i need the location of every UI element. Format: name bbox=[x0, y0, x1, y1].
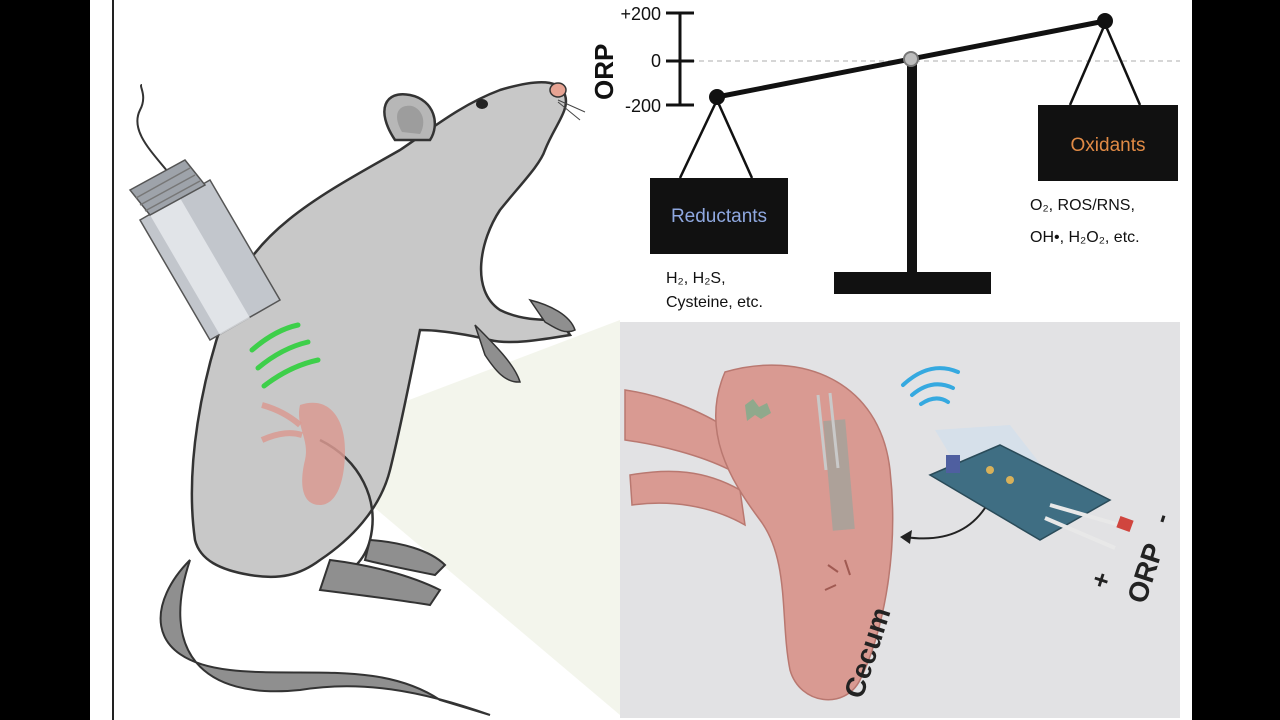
rat-eye bbox=[476, 99, 488, 109]
implant-arrow bbox=[904, 507, 986, 540]
inset-background bbox=[620, 322, 1180, 718]
receiver-cap bbox=[128, 159, 207, 216]
orp-axis-label: ORP bbox=[589, 44, 619, 100]
implant-arrow-head bbox=[900, 530, 912, 544]
rat-cecum-shadow bbox=[298, 402, 345, 505]
reductants-examples-line2: Cysteine, etc. bbox=[666, 294, 763, 311]
balance-pivot bbox=[903, 51, 919, 67]
reductants-label: Reductants bbox=[671, 206, 767, 227]
wireless-receiver bbox=[128, 84, 282, 342]
orp-tick-label-mid: 0 bbox=[651, 51, 661, 71]
oxidants-label: Oxidants bbox=[1071, 135, 1146, 156]
reductants-box bbox=[650, 178, 788, 254]
balance-base bbox=[834, 272, 991, 294]
rat-front-foot bbox=[363, 538, 447, 577]
rat-front-paw-upper bbox=[528, 298, 576, 333]
reductants-examples-line1: H₂, H₂S, bbox=[666, 270, 726, 287]
rat-tail bbox=[159, 559, 491, 716]
rat-front-paw-lower bbox=[474, 324, 521, 383]
cecum-illustration bbox=[624, 364, 894, 701]
cecum-inset: Cecum ORP + - bbox=[620, 322, 1180, 718]
beam-right-end bbox=[1097, 13, 1113, 29]
rat-illustration bbox=[159, 80, 586, 716]
beam-left-end bbox=[709, 89, 725, 105]
redox-balance: ORP +200 0 -200 Reductants H₂, H₂S, Cyst… bbox=[589, 4, 1180, 311]
oxidants-weight: Oxidants bbox=[1038, 23, 1178, 181]
oxidants-examples-line2: OH•, H₂O₂, etc. bbox=[1030, 229, 1140, 246]
orp-sensor-board bbox=[928, 425, 1134, 550]
reductants-weight: Reductants bbox=[650, 99, 788, 254]
orp-tick-label-top: +200 bbox=[620, 4, 661, 24]
ultrasound-waves-icon bbox=[249, 322, 321, 389]
receiver-wire bbox=[136, 84, 169, 173]
rat-whiskers bbox=[557, 99, 586, 121]
rat-body bbox=[190, 80, 573, 579]
wireless-signal-icon bbox=[901, 366, 960, 406]
orp-tick-label-bottom: -200 bbox=[625, 96, 661, 116]
rat-nose bbox=[549, 82, 567, 98]
rat-hind-foot bbox=[318, 558, 442, 607]
oxidants-examples-line1: O₂, ROS/RNS, bbox=[1030, 197, 1135, 214]
oxidants-box bbox=[1038, 105, 1178, 181]
